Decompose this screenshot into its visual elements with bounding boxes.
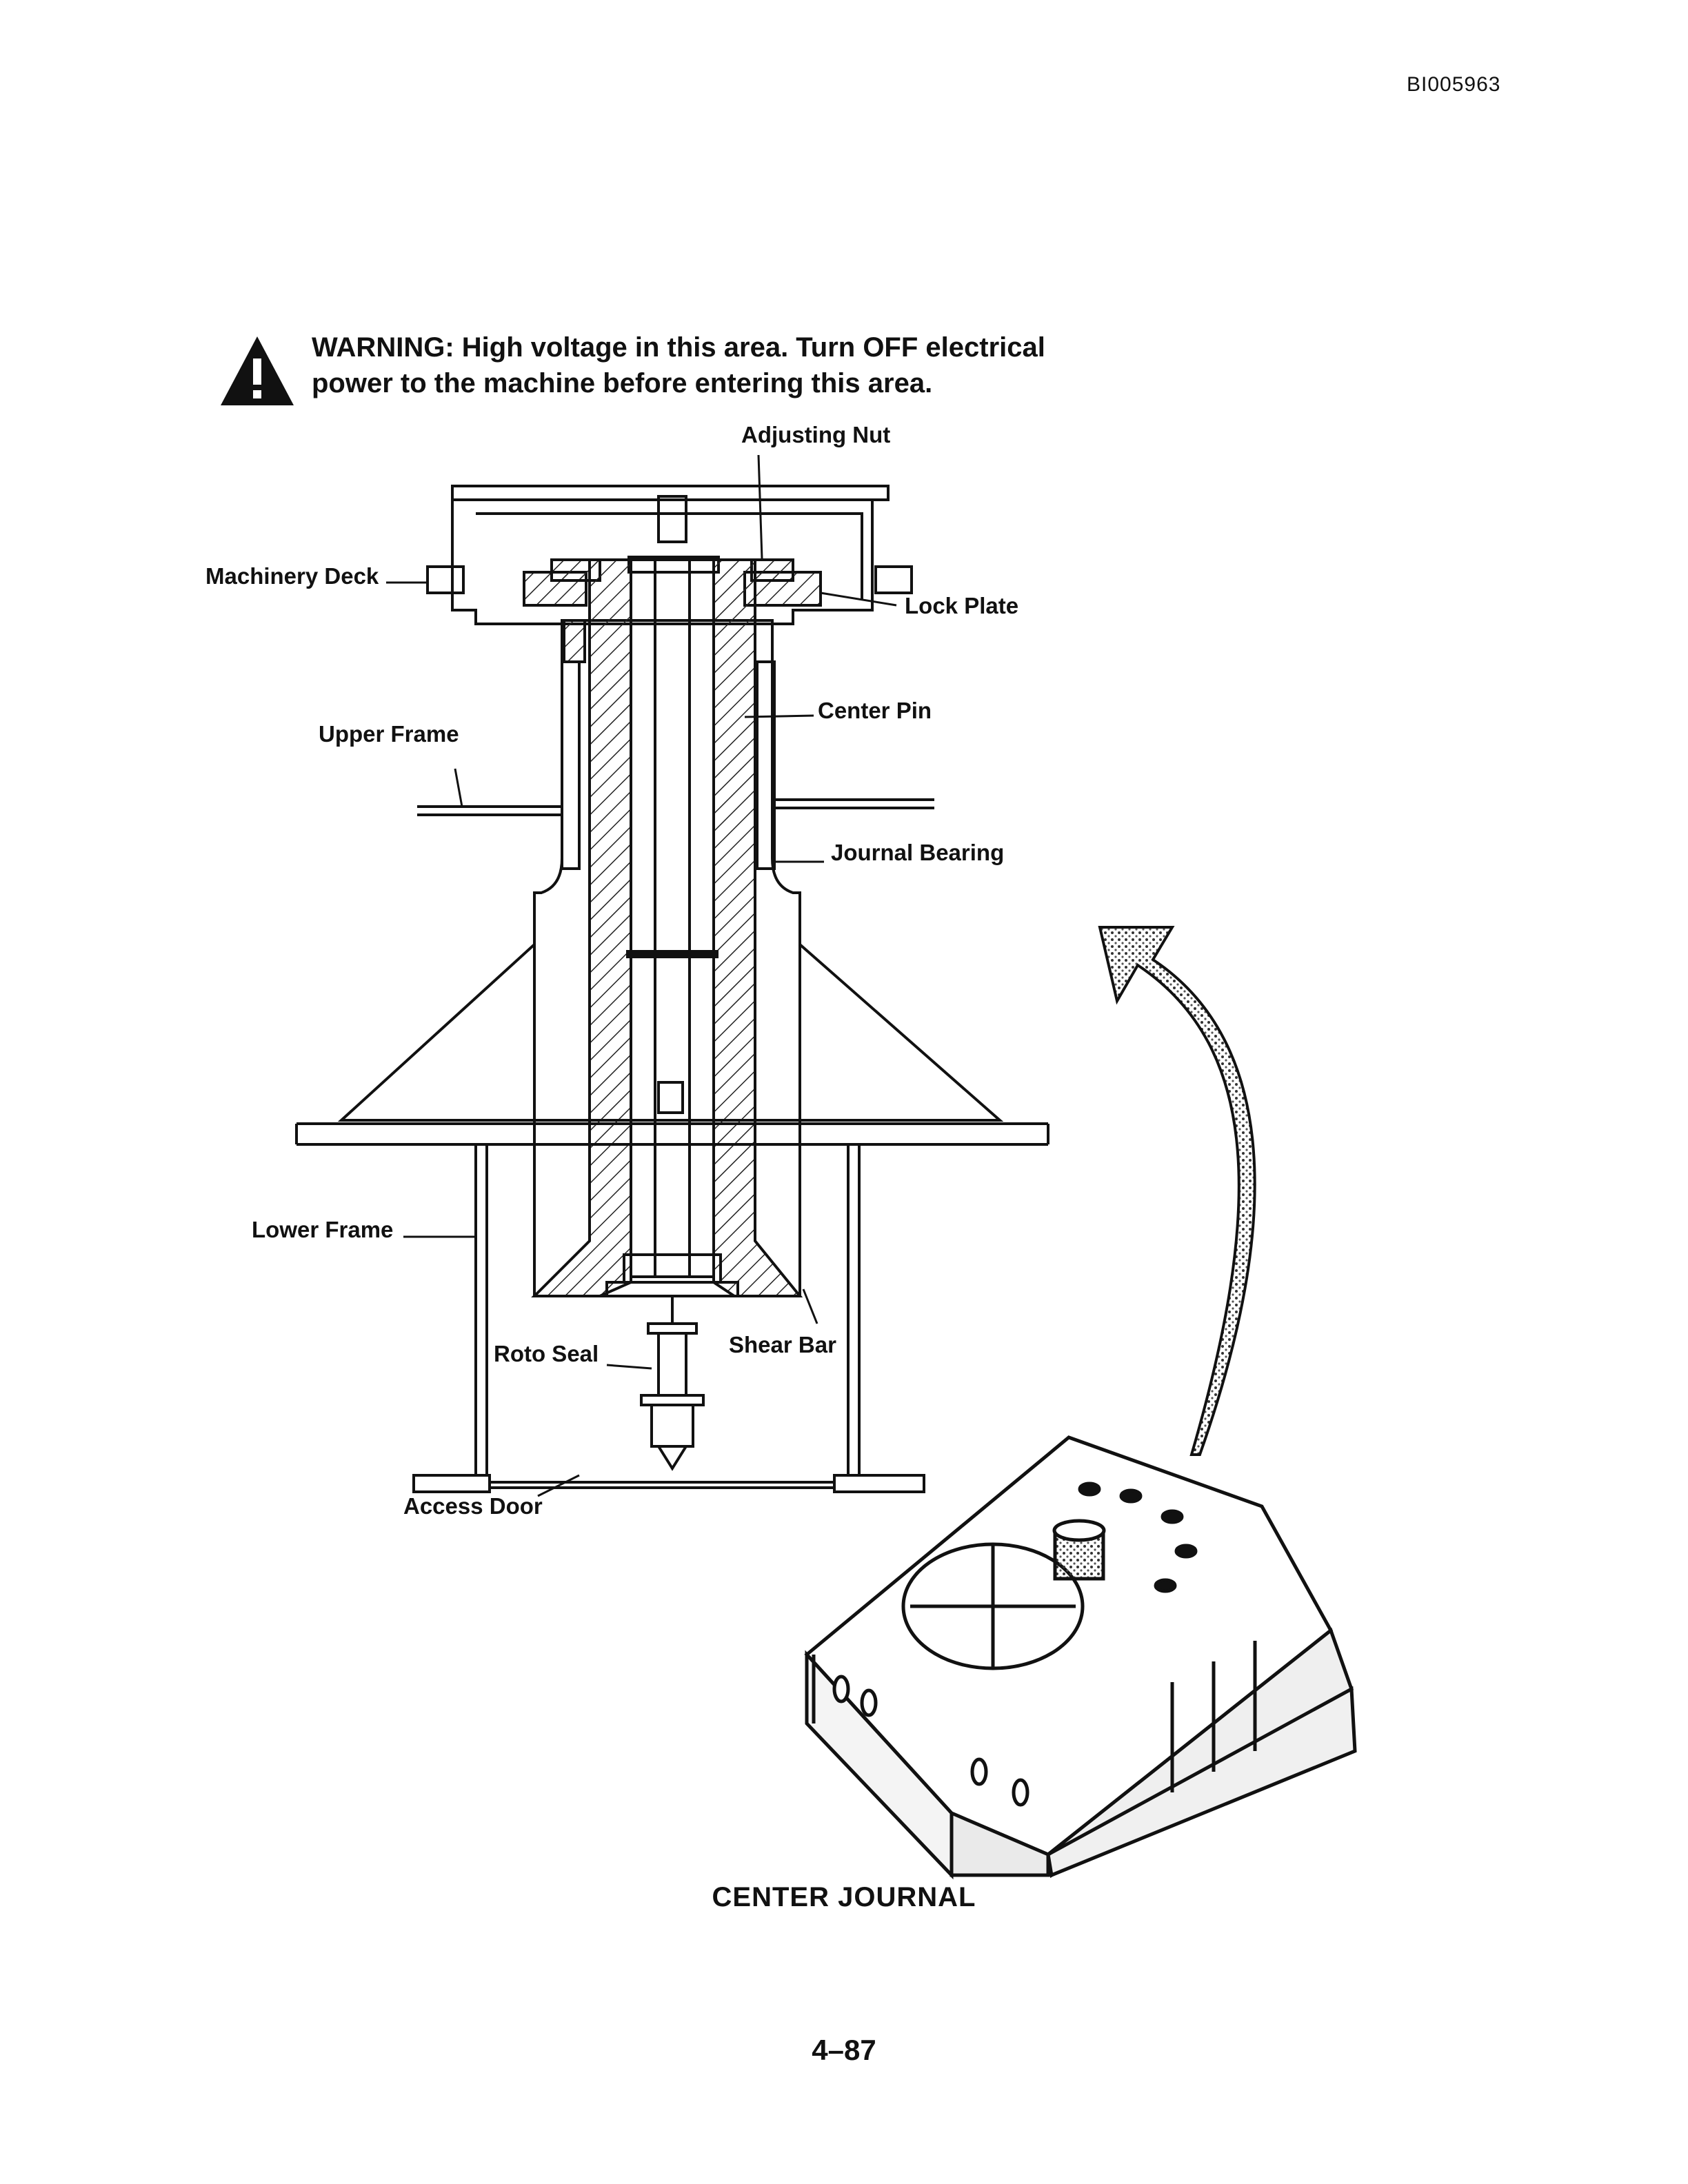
label-roto-seal: Roto Seal bbox=[494, 1341, 599, 1366]
warning-triangle-icon bbox=[221, 336, 294, 405]
page-number: 4–87 bbox=[812, 2034, 876, 2066]
label-journal-bearing: Journal Bearing bbox=[831, 840, 1004, 865]
label-lock-plate: Lock Plate bbox=[905, 593, 1018, 618]
label-adjusting-nut: Adjusting Nut bbox=[741, 422, 890, 447]
leader-lines bbox=[386, 454, 897, 1497]
cross-section-drawing bbox=[295, 485, 1049, 1493]
label-center-pin: Center Pin bbox=[818, 698, 932, 723]
document-id: BI005963 bbox=[1407, 73, 1501, 96]
label-machinery-deck: Machinery Deck bbox=[205, 563, 379, 589]
warning-line-2: power to the machine before entering thi… bbox=[312, 368, 933, 398]
curved-arrow-icon bbox=[1098, 926, 1256, 1456]
label-shear-bar: Shear Bar bbox=[729, 1332, 836, 1357]
upper-frame-isometric-illustration bbox=[804, 1435, 1357, 1880]
label-access-door: Access Door bbox=[403, 1493, 543, 1519]
label-upper-frame: Upper Frame bbox=[319, 721, 459, 747]
warning-message: WARNING: High voltage in this area. Turn… bbox=[312, 330, 1139, 401]
warning-line-1: WARNING: High voltage in this area. Turn… bbox=[312, 332, 1045, 363]
label-lower-frame: Lower Frame bbox=[252, 1217, 393, 1242]
figure-caption: CENTER JOURNAL bbox=[712, 1882, 976, 1912]
